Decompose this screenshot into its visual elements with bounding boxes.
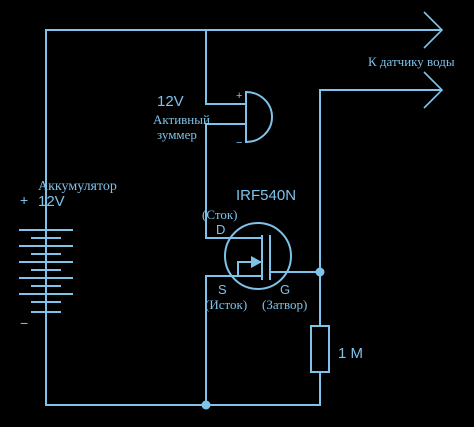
buzzer-symbol (205, 29, 273, 149)
mosfet-model: IRF540N (236, 187, 296, 204)
buzzer-voltage: 12V (157, 93, 184, 110)
battery-title: Аккумулятор (38, 179, 117, 194)
resistor-value: 1 M (338, 345, 363, 362)
bottom-rail-wire (45, 391, 321, 406)
buzzer-body (245, 90, 273, 144)
sensor-wire (319, 89, 441, 273)
output-label: К датчику воды (368, 54, 455, 69)
mosfet-symbol (205, 147, 321, 406)
buzzer-minus-wire (205, 123, 247, 149)
battery-plus: + (20, 192, 28, 208)
drain-letter: D (216, 222, 225, 237)
body-arrow (251, 256, 262, 268)
bottom-arrow-head (423, 71, 444, 109)
top-arrow-head (423, 11, 444, 49)
source-wire (205, 275, 263, 406)
mosfet-circle (224, 222, 292, 290)
battery-symbol (19, 29, 73, 393)
battery-minus: − (20, 315, 28, 331)
drain-desc: (Сток) (202, 207, 237, 222)
junction-dot (201, 400, 211, 410)
buzzer-plus-wire (205, 29, 247, 105)
buzzer-title-line1: Активный (153, 112, 210, 127)
resistor-symbol (310, 271, 330, 406)
buzzer-minus: − (236, 137, 242, 149)
gate-desc: (Затвор) (262, 297, 307, 312)
battery-voltage: 12V (38, 193, 65, 210)
buzzer-plus: + (236, 90, 242, 102)
junction-dot (315, 267, 325, 277)
gate-letter: G (280, 282, 290, 297)
body-link (237, 261, 263, 277)
source-desc: (Исток) (205, 297, 247, 312)
top-rail-wire (45, 29, 441, 393)
resistor-body (310, 325, 330, 373)
buzzer-title-line2: зуммер (157, 127, 197, 142)
source-letter: S (218, 282, 227, 297)
